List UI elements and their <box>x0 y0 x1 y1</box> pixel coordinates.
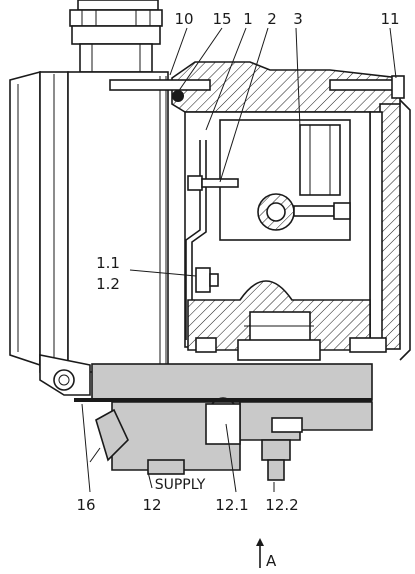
view-arrow-icon <box>256 538 264 568</box>
callout-3: 3 <box>293 10 303 28</box>
callout-11: 11 <box>380 10 399 28</box>
housing-bottom-section <box>187 280 387 361</box>
callout-1-1: 1.1 <box>96 254 120 272</box>
mounting-foot <box>39 354 91 396</box>
housing-cover <box>9 70 169 373</box>
pneumatic-block <box>74 363 373 475</box>
screw-2 <box>187 175 239 191</box>
fitting-12-2 <box>261 439 291 481</box>
callout-12-2: 12.2 <box>265 496 298 514</box>
housing-top-section <box>109 61 405 113</box>
supply-label: SUPPLY <box>155 477 206 493</box>
callout-16: 16 <box>76 496 95 514</box>
callout-1-2: 1.2 <box>96 275 120 293</box>
shaft-assembly <box>257 193 351 231</box>
callout-12-1: 12.1 <box>215 496 248 514</box>
callout-15: 15 <box>212 10 231 28</box>
callout-12: 12 <box>142 496 161 514</box>
callout-10: 10 <box>174 10 193 28</box>
leader-lines <box>81 27 397 493</box>
cable-gland <box>69 0 163 73</box>
callout-1: 1 <box>243 10 253 28</box>
callout-2: 2 <box>267 10 277 28</box>
screw-1-1 <box>195 267 219 293</box>
housing-side-wall <box>369 99 411 361</box>
view-label: A <box>266 552 277 570</box>
